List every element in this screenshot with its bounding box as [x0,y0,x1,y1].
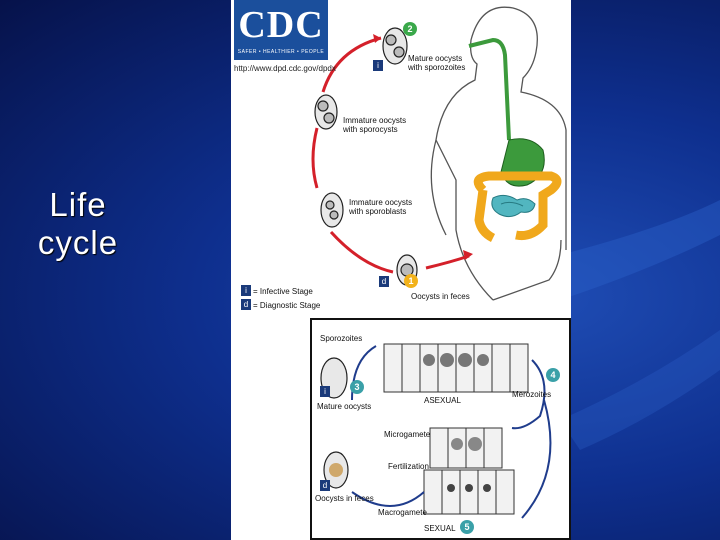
cycle-arrowhead [463,250,473,260]
diagnostic-stage-mark: d [379,276,389,287]
inset-label-mature-oocysts: Mature oocysts [317,402,372,411]
inset-label-sexual: SEXUAL [424,524,456,533]
legend-infective-label: = Infective Stage [253,287,313,296]
step-5-badge: 5 [460,520,474,534]
small-intestine [491,194,536,218]
inset-drawing [320,343,552,519]
slide-title: Life cycle [37,186,119,261]
step-2-badge: 2 [403,22,417,36]
oocyst-mature [382,27,408,65]
step-3-badge: 3 [350,380,364,394]
inset-label-sporozoites: Sporozoites [320,334,363,343]
step-4-badge: 4 [546,368,560,382]
intestinal-cycle-inset: Sporozoites Mature oocysts ASEXUAL Meroz… [310,318,571,540]
inset-infective-mark: i [320,386,330,397]
label-oocysts-feces: Oocysts in feces [411,292,470,301]
oocyst-sporocysts [314,94,338,130]
infective-stage-mark: i [373,60,383,71]
inset-label-macrogamete: Macrogamete [378,508,427,517]
cdc-logo-letters: CDC [238,4,324,46]
step-1-badge: 1 [404,274,418,288]
lifecycle-drawing [311,6,568,346]
inset-label-microgamete: Microgamete [384,430,431,439]
legend-diagnostic-label: = Diagnostic Stage [253,301,321,310]
cycle-arrow [311,36,470,274]
legend-infective-mark: i [241,285,251,296]
legend-diagnostic-mark: d [241,299,251,310]
asexual-cell-row [383,343,529,393]
cdc-url: http://www.dpd.cdc.gov/dpdx [234,64,336,73]
inset-arrows [351,345,552,519]
cdc-logo: CDC SAFER • HEALTHIER • PEOPLE [234,0,328,60]
lifecycle-figure: CDC SAFER • HEALTHIER • PEOPLE http://ww… [231,0,571,540]
inset-label-asexual: ASEXUAL [424,396,461,405]
large-intestine [473,171,562,243]
inset-label-merozoites: Merozoites [512,390,552,399]
oocyst-sporoblasts [320,192,344,228]
inset-label-oocysts-feces: Oocysts in feces [315,494,374,503]
human-silhouette [430,6,567,301]
inset-diagnostic-mark: d [320,480,330,491]
sexual-cell-row-bottom [423,469,515,515]
cdc-logo-tagline: SAFER • HEALTHIER • PEOPLE [237,49,325,55]
sexual-cell-row-top [429,427,503,469]
label-immature-sporoblasts: Immature oocysts with sporoblasts [349,198,413,216]
label-immature-sporocysts: Immature oocysts with sporocysts [343,116,407,134]
label-mature-oocysts: Mature oocysts with sporozoites [408,54,466,72]
inset-label-fertilization: Fertilization [388,462,429,471]
esophagus [468,37,511,141]
